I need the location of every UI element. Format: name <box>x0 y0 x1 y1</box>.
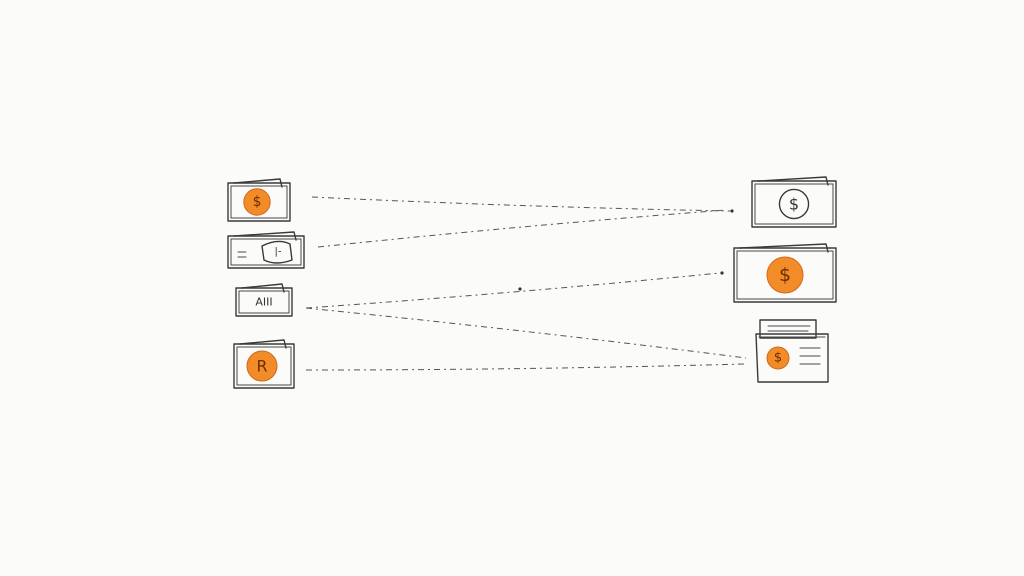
svg-text:R: R <box>257 357 268 376</box>
connection-lines <box>305 196 747 371</box>
connection-line <box>311 196 731 212</box>
svg-text:$: $ <box>253 194 262 210</box>
wallet-dollar-outline-icon: $ <box>751 176 837 228</box>
svg-text:$: $ <box>789 195 799 214</box>
connection-line <box>305 363 745 371</box>
connection-line <box>305 307 747 359</box>
destination-wallets: $ $ $ <box>733 176 837 383</box>
svg-text:$: $ <box>774 351 782 366</box>
wallet-bars-icon: AIII <box>235 283 293 317</box>
source-wallets: $ |- AIII R <box>227 178 305 389</box>
connection-line <box>317 209 727 248</box>
connection-dot <box>720 271 724 275</box>
folder-dollar-icon: $ <box>755 319 829 383</box>
svg-text:$: $ <box>779 264 791 286</box>
wallet-tag-icon: |- <box>227 231 305 269</box>
svg-text:|-: |- <box>275 247 282 258</box>
wallet-coin-b-icon: R <box>233 339 295 389</box>
wallet-dollar-icon: $ <box>227 178 291 222</box>
connection-line <box>305 272 721 309</box>
svg-text:AIII: AIII <box>255 296 272 309</box>
wallet-dollar-icon: $ <box>733 243 837 303</box>
connection-dot <box>730 209 734 213</box>
connection-dot <box>518 287 522 291</box>
